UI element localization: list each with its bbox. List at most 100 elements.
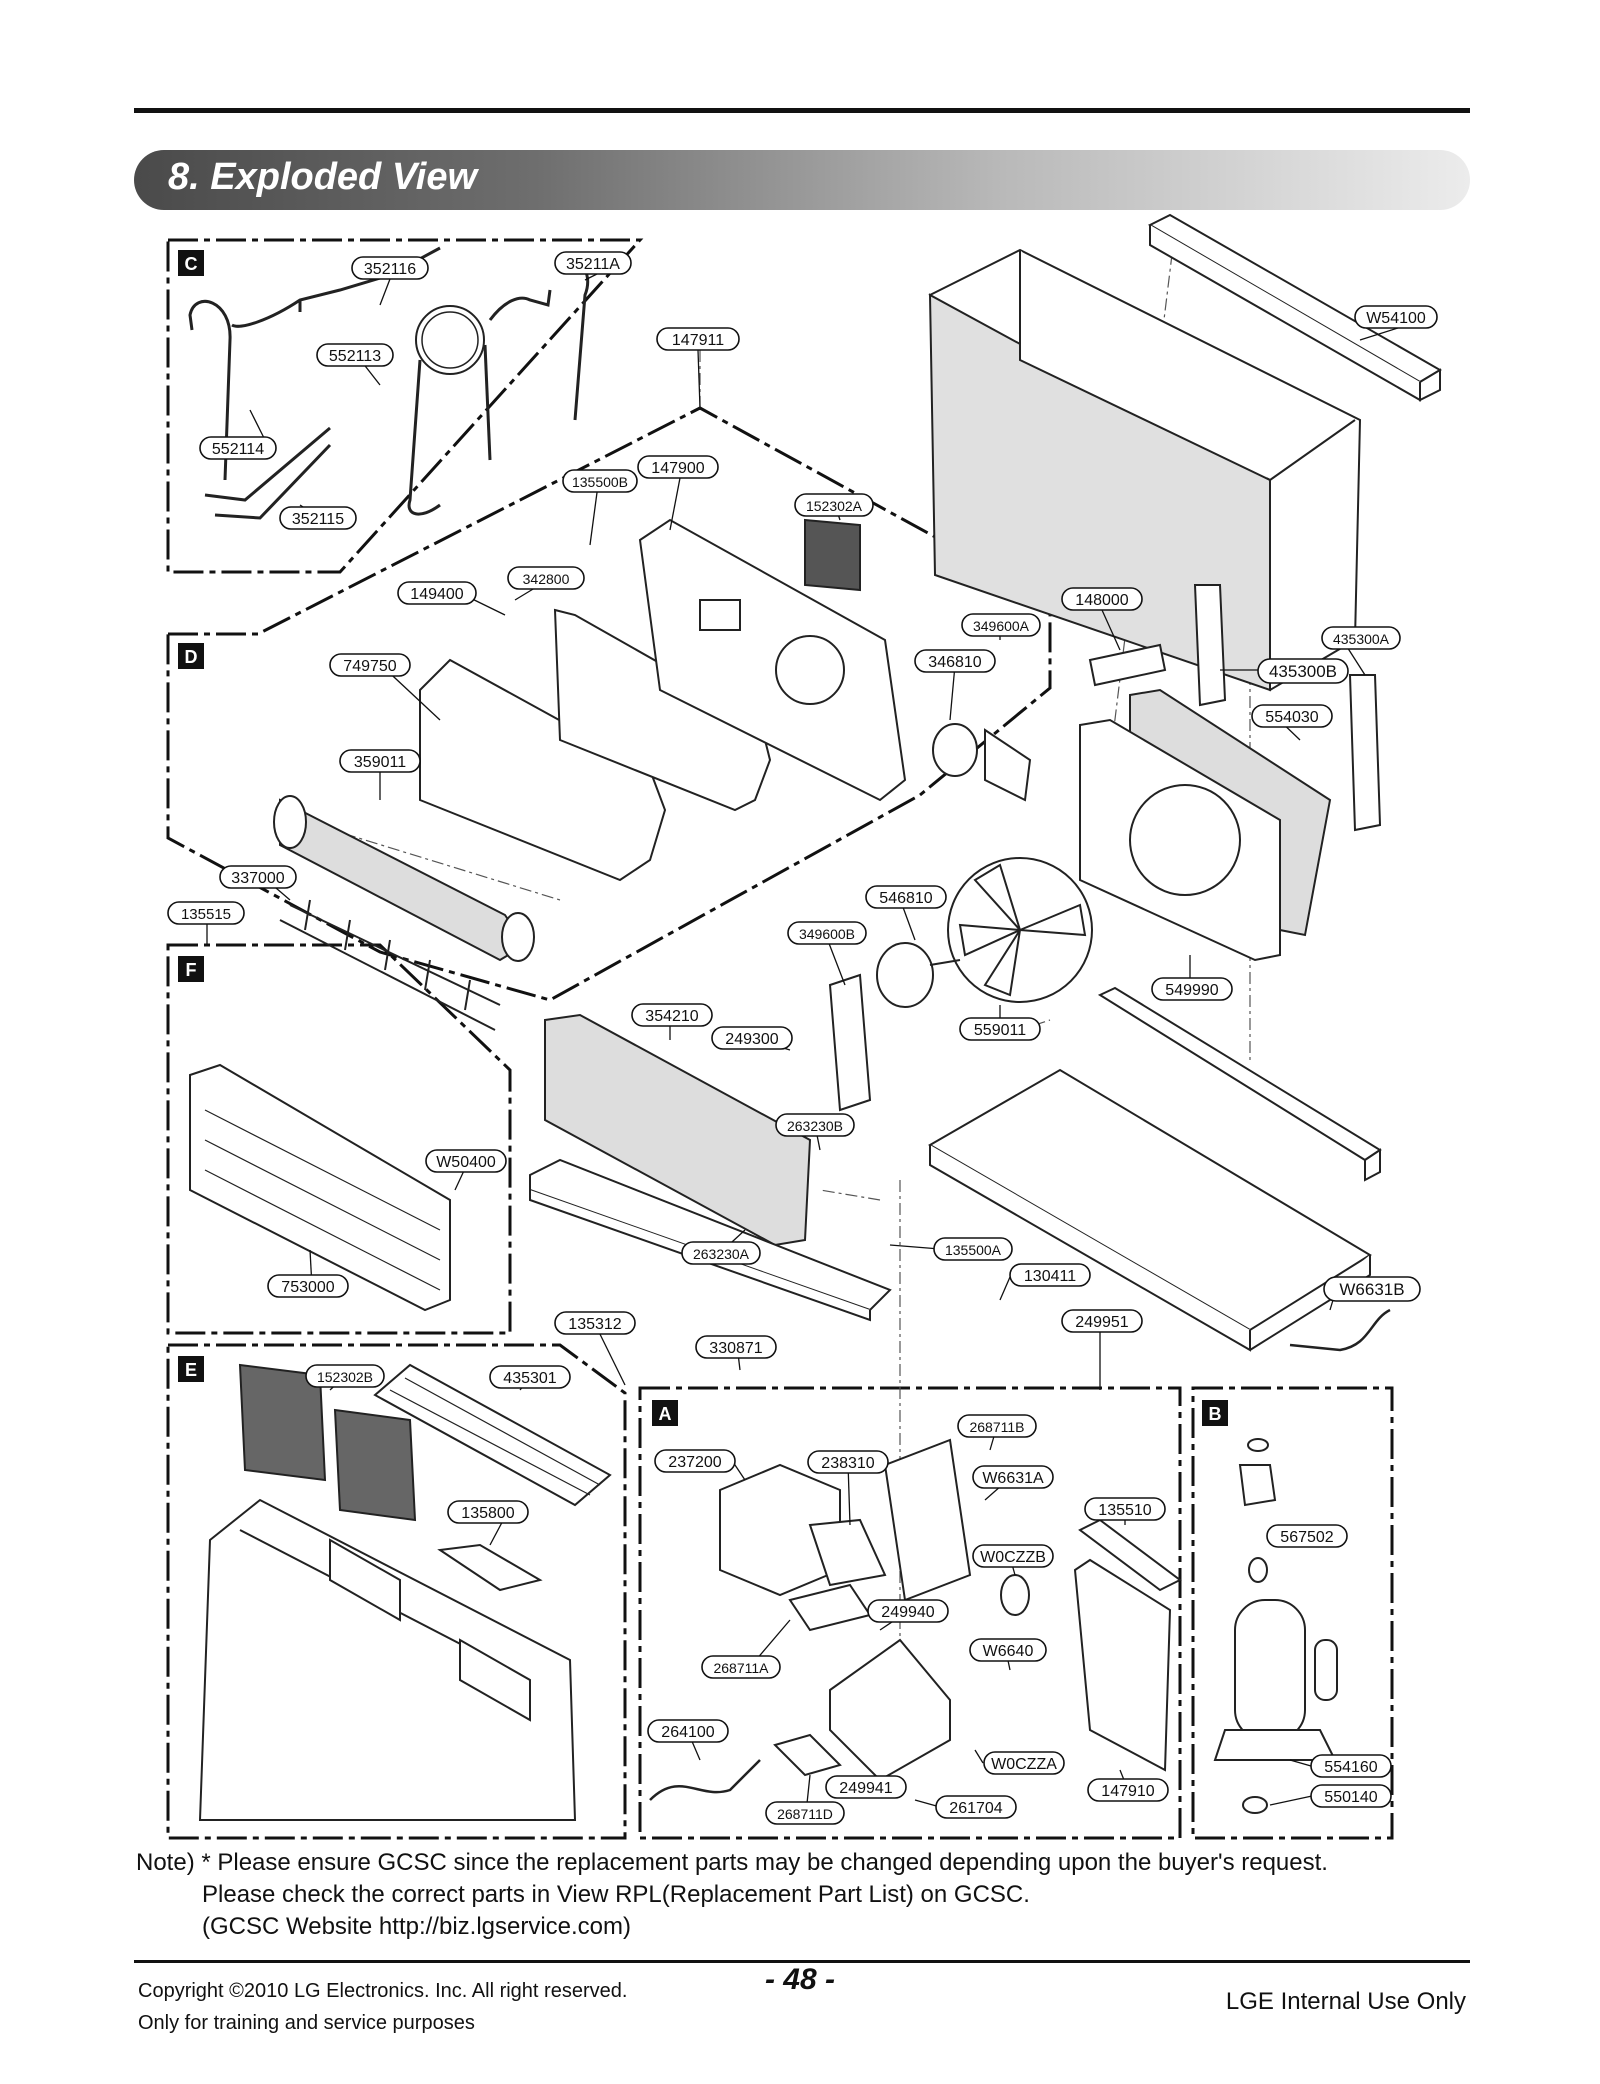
svg-text:346810: 346810 — [928, 654, 981, 671]
part-label: 550140 — [1310, 1784, 1392, 1808]
svg-text:W0CZZB: W0CZZB — [980, 1549, 1046, 1566]
part-label: 268711A — [701, 1655, 781, 1679]
svg-text:554030: 554030 — [1265, 709, 1318, 726]
svg-text:268711D: 268711D — [777, 1806, 833, 1822]
part-label: 749750 — [329, 653, 411, 677]
svg-text:549990: 549990 — [1165, 982, 1218, 999]
svg-text:263230A: 263230A — [693, 1246, 750, 1262]
section-b-outline — [1191, 1386, 1394, 1840]
section-c-outline — [166, 238, 644, 574]
part-label: 352115 — [279, 506, 357, 530]
part-label: 135500B — [562, 469, 638, 493]
front-cover — [198, 1498, 577, 1821]
copyright-text: Copyright ©2010 LG Electronics. Inc. All… — [138, 1980, 628, 2002]
part-label: 130411 — [1009, 1263, 1091, 1287]
svg-text:A: A — [659, 1404, 672, 1424]
blower-motor — [932, 723, 1032, 802]
tubing-assembly — [188, 246, 590, 520]
air-guide-grille-753000 — [189, 1063, 451, 1312]
svg-text:135515: 135515 — [181, 906, 231, 923]
motor-bracket — [828, 973, 872, 1112]
svg-text:B: B — [1209, 1404, 1222, 1424]
part-label: 135515 — [167, 901, 245, 925]
section-marker-f: F — [178, 956, 204, 982]
part-label: 354210 — [631, 1003, 713, 1027]
cover-135510 — [1078, 1518, 1182, 1592]
svg-text:435301: 435301 — [503, 1370, 556, 1387]
part-label: 149400 — [397, 581, 477, 605]
svg-text:552113: 552113 — [329, 348, 381, 365]
part-label: 349600B — [787, 921, 867, 945]
svg-text:135800: 135800 — [461, 1505, 514, 1522]
svg-text:249951: 249951 — [1075, 1314, 1128, 1331]
section-marker-c: C — [178, 250, 204, 276]
svg-text:W6640: W6640 — [983, 1643, 1034, 1660]
section-a-outline — [638, 1386, 1182, 1840]
part-label: 263230A — [681, 1241, 761, 1265]
side-bracket-435300B — [1193, 584, 1227, 707]
outdoor-fan — [947, 857, 1093, 1003]
top-rail-bar — [1147, 213, 1442, 402]
power-cord-W6631B — [1289, 1308, 1391, 1352]
svg-text:264100: 264100 — [661, 1724, 714, 1741]
svg-text:147910: 147910 — [1101, 1783, 1154, 1800]
section-marker-a: A — [652, 1400, 678, 1426]
svg-text:337000: 337000 — [231, 870, 284, 887]
part-label: 135800 — [447, 1500, 529, 1524]
svg-text:352116: 352116 — [364, 261, 416, 278]
part-label: 249300 — [711, 1026, 793, 1050]
part-label: 261704 — [935, 1795, 1017, 1819]
part-label: W0CZZB — [972, 1544, 1054, 1568]
part-label: 546810 — [865, 885, 947, 909]
part-label: 552113 — [316, 343, 394, 367]
svg-text:W6631A: W6631A — [982, 1470, 1044, 1487]
cover-135800 — [437, 1543, 543, 1592]
svg-text:330871: 330871 — [709, 1340, 762, 1357]
control-plate-147910 — [1073, 1558, 1172, 1772]
svg-text:237200: 237200 — [668, 1454, 721, 1471]
display-pcb-238310 — [808, 1518, 887, 1587]
section-banner: 8. Exploded View — [134, 150, 1470, 210]
part-label: W6631A — [972, 1465, 1054, 1489]
section-marker-d: D — [178, 643, 204, 669]
compressor — [1213, 1438, 1338, 1814]
blower-scroll — [419, 608, 772, 882]
part-label: 268711D — [765, 1801, 845, 1825]
inlet-grille-435301 — [373, 1363, 612, 1507]
part-label: 35211A — [554, 251, 632, 275]
page-number: - 48 - — [764, 1963, 836, 1996]
footer-left: Copyright ©2010 LG Electronics. Inc. All… — [138, 1975, 627, 2039]
svg-text:559011: 559011 — [974, 1022, 1026, 1039]
part-label: 152302B — [305, 1364, 385, 1388]
part-label: 135510 — [1084, 1497, 1166, 1521]
part-label: 249951 — [1061, 1309, 1143, 1333]
part-label: 567502 — [1266, 1524, 1348, 1548]
note-line-1: Note) * Please ensure GCSC since the rep… — [136, 1849, 1328, 1876]
bottom-rule — [134, 1960, 1470, 1963]
part-label: 148000 — [1061, 587, 1143, 611]
note-line-3: (GCSC Website http://biz.lgservice.com) — [202, 1913, 632, 1940]
svg-text:749750: 749750 — [343, 658, 396, 675]
svg-text:F: F — [186, 960, 197, 980]
svg-text:268711B: 268711B — [969, 1419, 1024, 1435]
svg-text:130411: 130411 — [1024, 1268, 1076, 1285]
svg-text:148000: 148000 — [1075, 592, 1128, 609]
svg-text:352115: 352115 — [292, 511, 344, 528]
part-label: W50400 — [425, 1149, 507, 1173]
part-label: 135312 — [554, 1311, 636, 1335]
section-marker-e: E — [178, 1356, 204, 1382]
exploded-view-diagram: C D F E A B 352116 35211A 552113 147911 … — [166, 213, 1442, 1840]
part-label: 359011 — [339, 749, 421, 773]
main-pcb-268711B — [883, 1438, 972, 1602]
svg-text:249941: 249941 — [839, 1780, 892, 1797]
svg-text:261704: 261704 — [949, 1800, 1002, 1817]
part-label: 753000 — [267, 1274, 349, 1298]
power-cord-264100 — [649, 1759, 761, 1801]
part-label: 237200 — [654, 1449, 736, 1473]
page-title: 8. Exploded View — [168, 156, 478, 198]
section-f-outline — [166, 943, 512, 1335]
svg-text:D: D — [185, 647, 198, 667]
note-line-2: Please check the correct parts in View R… — [202, 1881, 1030, 1908]
svg-text:147911: 147911 — [672, 332, 724, 349]
part-label: 342800 — [507, 566, 585, 590]
